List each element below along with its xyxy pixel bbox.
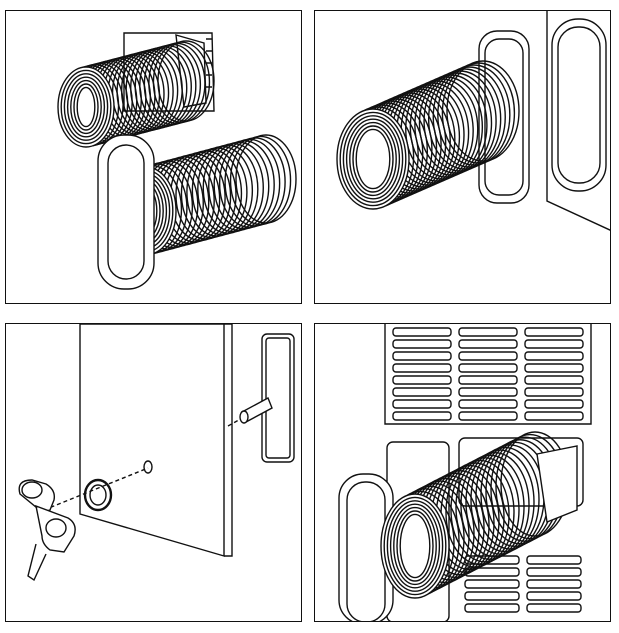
hose-rib	[405, 78, 479, 180]
mounting-hole	[143, 460, 153, 474]
hose-inner-ring	[66, 76, 106, 138]
vent-slot	[526, 555, 582, 565]
vent-slot	[458, 399, 518, 409]
hose-inner-ring	[63, 73, 109, 141]
vent-slot	[392, 387, 452, 397]
vent-slot	[524, 363, 584, 373]
vent-slot	[524, 339, 584, 349]
hose-rib	[380, 493, 450, 599]
connected-hose	[336, 60, 520, 210]
hose-rib	[441, 62, 516, 164]
vent-slot	[526, 579, 582, 589]
hose-rib	[432, 66, 506, 168]
hose-inner-ring	[342, 115, 404, 203]
hose-inner-ring	[339, 111, 407, 207]
unit-grille-frame	[384, 324, 592, 425]
vent-slot	[392, 363, 452, 373]
vent-slot	[458, 339, 518, 349]
hose-rib	[418, 72, 493, 174]
hose-inner-ring	[70, 79, 102, 135]
vent-slot	[464, 603, 520, 613]
outlet-connector	[536, 445, 578, 523]
vent-slot	[458, 375, 518, 385]
vent-slot	[526, 603, 582, 613]
hose-inner-ring	[399, 513, 431, 579]
hose-inner-ring	[355, 128, 391, 190]
hose-rib	[427, 68, 502, 170]
hose-rib	[409, 76, 484, 178]
unit-side-panel	[79, 324, 225, 557]
vent-slot	[524, 399, 584, 409]
hose-inner-ring	[76, 86, 96, 128]
vent-slot	[392, 327, 452, 337]
vent-slot	[458, 363, 518, 373]
hose-connected-at-grille-illustration	[338, 324, 592, 621]
hose-rib	[57, 66, 115, 148]
vent-slot	[524, 411, 584, 421]
vent-slot	[458, 387, 518, 397]
vent-slot	[526, 591, 582, 601]
hose-inner-ring	[73, 83, 99, 131]
hose-inner-ring	[396, 510, 434, 582]
vent-slot	[526, 567, 582, 577]
hose-inner-ring	[393, 506, 437, 586]
panel-bracket-and-screw	[5, 323, 302, 622]
hose-rib	[423, 70, 497, 172]
panel-hose-on-unit-grille	[314, 323, 611, 622]
hose-inner-ring	[349, 121, 397, 197]
hose-inner-ring	[60, 69, 112, 145]
upper-vent-grille	[392, 327, 584, 421]
vent-slot	[464, 591, 520, 601]
panel-attach-hose-adapters	[5, 10, 302, 304]
vent-slot	[524, 327, 584, 337]
vent-slot	[524, 351, 584, 361]
hose-rib	[437, 64, 511, 166]
panel-hose-on-unit-outlet	[314, 10, 611, 304]
vent-slot	[392, 399, 452, 409]
vent-slot	[458, 327, 518, 337]
hose-inner-ring	[383, 496, 447, 596]
hose-inner-ring	[389, 503, 441, 589]
vent-slot	[392, 411, 452, 421]
vent-slot	[392, 375, 452, 385]
window-bracket-plate	[261, 333, 295, 463]
alignment-guide	[43, 467, 149, 511]
wing-screw-icon	[18, 479, 76, 582]
hose-rib	[336, 108, 410, 210]
hose-rib	[414, 74, 488, 176]
vent-slot	[458, 411, 518, 421]
unit-handle-recess	[551, 18, 607, 192]
hose-inner-ring	[352, 125, 394, 193]
washer-ring	[83, 478, 113, 512]
hose-and-window-adapter-illustration	[57, 32, 297, 290]
window-adapter-frame	[97, 134, 155, 290]
vent-slot	[392, 351, 452, 361]
hose-inner-ring	[345, 118, 401, 200]
hose-inner-ring	[386, 500, 444, 592]
vent-slot	[392, 339, 452, 349]
hose-connected-to-unit-illustration	[336, 11, 610, 231]
wing-screw-and-window-bracket-illustration	[18, 324, 295, 582]
vent-slot	[524, 375, 584, 385]
upper-hose	[57, 40, 215, 148]
connected-hose	[380, 431, 570, 599]
vent-slot	[524, 387, 584, 397]
hose-rib	[446, 60, 520, 162]
vent-slot	[464, 579, 520, 589]
vent-slot	[458, 351, 518, 361]
unit-side-wall	[546, 11, 610, 231]
